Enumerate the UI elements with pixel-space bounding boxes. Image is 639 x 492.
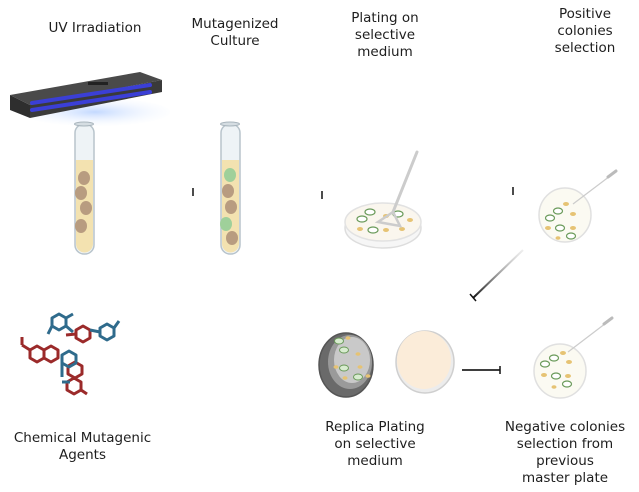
arrow-replica-to-negative — [462, 366, 501, 374]
selective-plate-icon — [395, 330, 455, 394]
test-tube-original-icon — [74, 121, 95, 255]
petri-dish-negative-icon — [533, 316, 614, 399]
arrow-uv-to-mutagenized — [122, 188, 194, 196]
replica-block-icon — [318, 332, 374, 398]
test-tube-mutagenized-icon — [220, 121, 241, 255]
arrow-positive-to-replica — [469, 249, 524, 302]
arrow-mutagenized-to-plating — [255, 191, 323, 199]
petri-dish-plating-icon — [344, 150, 422, 249]
label-plating-selective: Plating on selective medium — [351, 10, 419, 60]
petri-dish-positive-icon — [538, 169, 618, 243]
label-mutagenized-culture: Mutagenized Culture — [191, 16, 279, 49]
label-negative-selection: Negative colonies selection from previou… — [504, 419, 626, 486]
uv-lamp-icon — [10, 72, 170, 126]
chemical-molecules-icon — [20, 312, 121, 396]
arrow-plating-to-positive — [441, 187, 514, 195]
label-uv-irradiation: UV Irradiation — [48, 20, 142, 36]
label-replica-plating: Replica Plating on selective medium — [325, 419, 425, 469]
label-positive-selection: Positive colonies selection — [554, 6, 616, 56]
label-chemical-agents: Chemical Mutagenic Agents — [13, 430, 152, 463]
